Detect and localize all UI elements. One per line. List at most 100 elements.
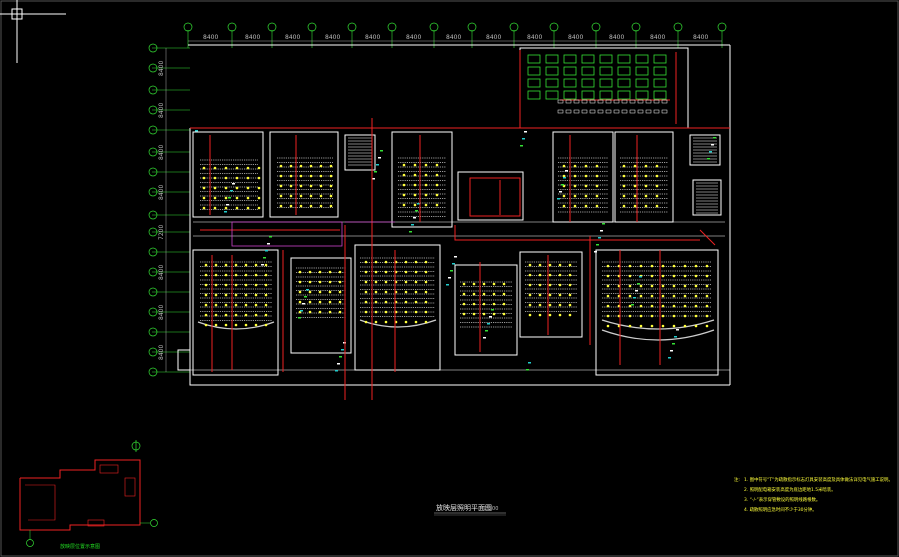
light-fixture [472, 312, 476, 316]
light-fixture [204, 313, 208, 317]
light-fixture [606, 304, 610, 308]
projector-cell [563, 66, 577, 76]
lighting-circuit [469, 177, 521, 217]
fixture-marker [602, 223, 605, 225]
light-fixture [414, 280, 418, 284]
light-fixture [435, 193, 439, 197]
light-fixture [622, 194, 626, 198]
light-fixture [502, 312, 506, 316]
light-fixture [374, 290, 378, 294]
fixture-marker [557, 198, 560, 200]
light-fixture [234, 303, 238, 307]
light-fixture [650, 284, 654, 288]
equipment-unit [573, 99, 580, 104]
light-fixture [404, 260, 408, 264]
projector-cell [653, 66, 667, 76]
equipment-unit [581, 109, 588, 114]
fixture-marker [335, 370, 338, 372]
light-fixture [402, 173, 406, 177]
light-fixture [672, 314, 676, 318]
equipment-unit [557, 99, 564, 104]
light-fixture [279, 174, 283, 178]
equipment-unit [621, 99, 628, 104]
light-fixture [424, 260, 428, 264]
light-fixture [639, 284, 643, 288]
note-line-4: 4. 疏散照明应急时间不少于30分钟。 [744, 506, 817, 513]
grid-axis-bubble [467, 22, 477, 32]
light-fixture [224, 263, 228, 267]
light-fixture [705, 294, 709, 298]
light-fixture [364, 300, 368, 304]
grid-axis-bubble [591, 22, 601, 32]
grid-axis-bubble [148, 167, 158, 177]
light-fixture [279, 204, 283, 208]
fixture-marker [304, 296, 307, 298]
light-fixture [234, 293, 238, 297]
light-fixture [628, 284, 632, 288]
fixture-marker [487, 323, 490, 325]
fixture-marker [631, 304, 634, 306]
light-fixture [308, 310, 312, 314]
light-fixture [584, 204, 588, 208]
light-fixture [683, 274, 687, 278]
light-fixture [584, 164, 588, 168]
fixture-marker [417, 203, 420, 205]
stair-hatching [348, 137, 718, 214]
light-fixture [414, 290, 418, 294]
grid-axis-bubble [148, 105, 158, 115]
light-fixture [308, 270, 312, 274]
light-fixture [655, 184, 659, 188]
light-fixture [328, 310, 332, 314]
light-fixture [404, 270, 408, 274]
equipment-unit [653, 109, 660, 114]
light-fixture [264, 293, 268, 297]
equipment-unit [629, 99, 636, 104]
light-fixture [318, 270, 322, 274]
light-fixture [374, 260, 378, 264]
light-fixture [204, 303, 208, 307]
light-fixture [639, 304, 643, 308]
projector-cell [635, 90, 649, 100]
light-fixture [650, 294, 654, 298]
light-fixture [683, 294, 687, 298]
light-fixture [244, 263, 248, 267]
light-fixture [308, 300, 312, 304]
fixture-marker [485, 330, 488, 332]
light-fixture [672, 274, 676, 278]
light-fixture [568, 283, 572, 287]
projector-cell [617, 90, 631, 100]
light-fixture [562, 204, 566, 208]
light-fixture [309, 184, 313, 188]
projector-cell [563, 90, 577, 100]
light-fixture [568, 293, 572, 297]
light-fixture [628, 264, 632, 268]
projector-cell [653, 78, 667, 88]
fixture-marker [230, 190, 233, 192]
light-fixture [244, 303, 248, 307]
light-fixture [328, 270, 332, 274]
key-plan-label: 放映层位置示意图 [60, 543, 100, 550]
fixture-marker [528, 362, 531, 364]
light-fixture [329, 174, 333, 178]
light-fixture [562, 164, 566, 168]
light-fixture [628, 314, 632, 318]
light-fixture [254, 303, 258, 307]
fixture-marker [522, 138, 525, 140]
light-fixture [558, 293, 562, 297]
light-fixture [568, 273, 572, 277]
light-fixture [644, 194, 648, 198]
fixture-marker [676, 329, 679, 331]
fixture-marker [639, 276, 642, 278]
dimension-text-left: 8400 [158, 103, 165, 118]
light-fixture [694, 324, 698, 328]
fixture-marker [263, 257, 266, 259]
light-fixture [424, 183, 428, 187]
light-fixture [329, 184, 333, 188]
projector-cell [635, 54, 649, 64]
dimension-text-top: 8400 [609, 34, 624, 41]
light-fixture [374, 270, 378, 274]
projector-cell [545, 90, 559, 100]
fixture-marker [411, 224, 414, 226]
